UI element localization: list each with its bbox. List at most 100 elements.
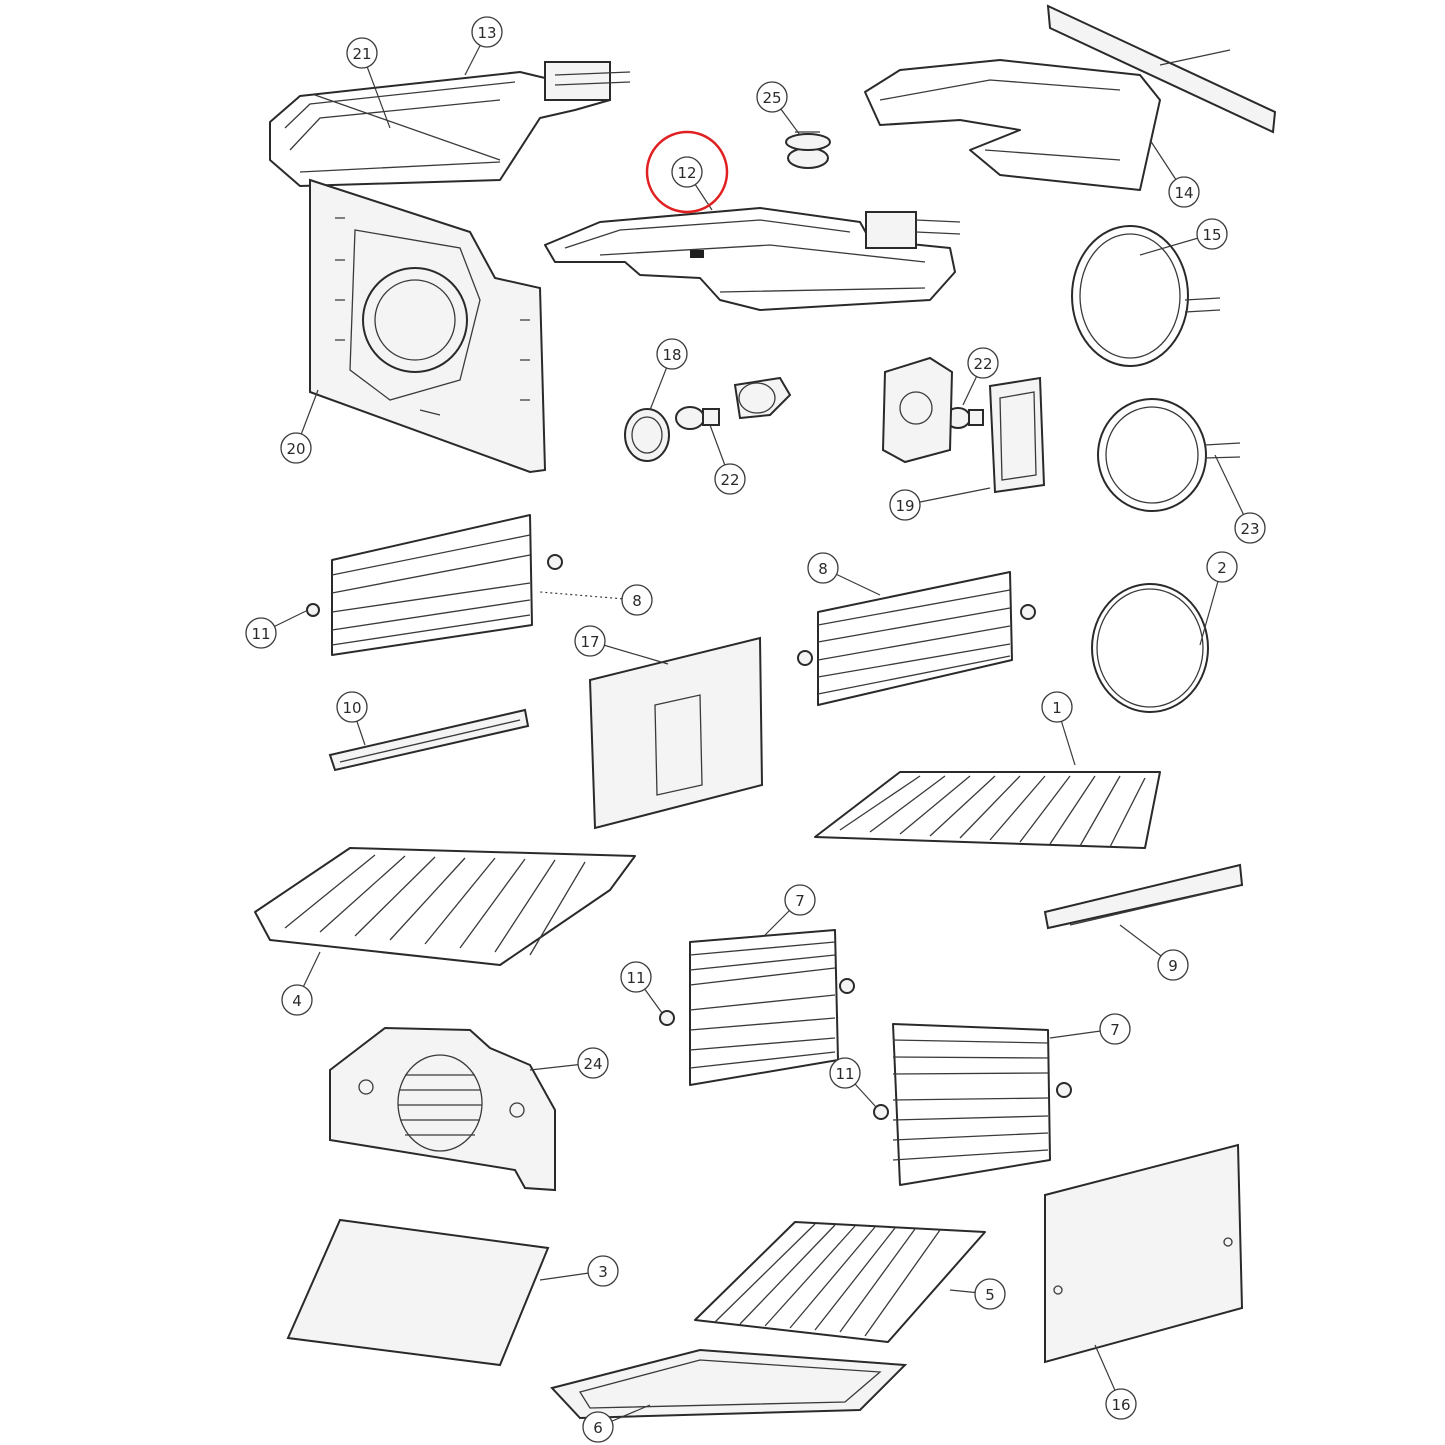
callout-label-10: 10 [342, 699, 361, 717]
callout-circle-13 [471, 16, 503, 48]
callout-20: 20 [280, 432, 312, 464]
callout-11: 11 [245, 617, 277, 649]
callout-label-11: 11 [835, 1065, 854, 1083]
callout-23: 23 [1234, 512, 1266, 544]
part-22-bulb-left [675, 406, 720, 430]
callout-circle-12 [671, 156, 703, 188]
callout-circle-7 [1099, 1013, 1131, 1045]
callout-label-13: 13 [477, 24, 496, 42]
callout-circle-22 [967, 347, 999, 379]
part-17-cover-plate [588, 636, 764, 830]
callout-label-11: 11 [626, 969, 645, 987]
callout-3: 3 [587, 1255, 619, 1287]
callout-circle-23 [1234, 512, 1266, 544]
callout-5: 5 [974, 1278, 1006, 1310]
callout-label-18: 18 [662, 346, 681, 364]
callout-circle-19 [889, 489, 921, 521]
part-13-grill-element [269, 61, 631, 187]
part-11-clip-right [873, 1104, 889, 1120]
part-4-wire-shelf [254, 847, 636, 966]
callout-label-22: 22 [720, 471, 739, 489]
callout-label-24: 24 [583, 1055, 602, 1073]
callout-10: 10 [336, 691, 368, 723]
callout-22: 22 [967, 347, 999, 379]
callout-circle-20 [280, 432, 312, 464]
callout-circle-16 [1105, 1388, 1137, 1420]
part-7-side-rack-right [892, 1023, 1072, 1186]
callout-22: 22 [714, 463, 746, 495]
callout-circle-11 [245, 617, 277, 649]
callout-circle-8 [621, 584, 653, 616]
callout-circle-22 [714, 463, 746, 495]
callout-14: 14 [1168, 176, 1200, 208]
part-25-lamp-cap [785, 131, 831, 169]
part-2-ring-element [1091, 583, 1209, 713]
part-20-back-panel [309, 178, 547, 474]
callout-circle-10 [336, 691, 368, 723]
callout-label-20: 20 [286, 440, 305, 458]
callout-7: 7 [784, 884, 816, 916]
callout-label-8: 8 [632, 592, 642, 610]
callout-7: 7 [1099, 1013, 1131, 1045]
callout-circle-4 [281, 984, 313, 1016]
callout-1: 1 [1041, 691, 1073, 723]
callout-label-6: 6 [593, 1419, 603, 1437]
part-15-circular-element [1071, 225, 1221, 367]
callout-circle-8 [807, 552, 839, 584]
part-5-wire-grill [694, 1221, 986, 1343]
part-8-shelf-rack-right [797, 571, 1036, 706]
callout-label-21: 21 [352, 45, 371, 63]
callout-label-7: 7 [1110, 1021, 1120, 1039]
callout-label-12: 12 [677, 164, 696, 182]
part-11-clip-left [306, 603, 320, 617]
part-11-clip-mid [659, 1010, 675, 1026]
callout-label-15: 15 [1202, 226, 1221, 244]
callout-circle-17 [574, 625, 606, 657]
callout-circle-11 [620, 961, 652, 993]
callout-circle-11 [829, 1057, 861, 1089]
callout-circle-18 [656, 338, 688, 370]
part-8-shelf-rack-left [331, 514, 563, 656]
callout-label-14: 14 [1174, 184, 1193, 202]
callout-16: 16 [1105, 1388, 1137, 1420]
callout-label-3: 3 [598, 1263, 608, 1281]
part-7-side-rack-left [689, 929, 855, 1086]
callout-18: 18 [656, 338, 688, 370]
callout-label-1: 1 [1052, 699, 1062, 717]
callout-label-23: 23 [1240, 520, 1259, 538]
part-16-cover-plate [1044, 1143, 1244, 1364]
callout-6: 6 [582, 1411, 614, 1443]
callout-9: 9 [1157, 949, 1189, 981]
callout-11: 11 [829, 1057, 861, 1089]
callout-19: 19 [889, 489, 921, 521]
callout-label-11: 11 [251, 625, 270, 643]
part-24-fan-cover [329, 1026, 556, 1192]
callout-circle-7 [784, 884, 816, 916]
callout-label-16: 16 [1111, 1396, 1130, 1414]
part-9-telescopic-runner [1043, 863, 1244, 930]
callout-label-25: 25 [762, 89, 781, 107]
callout-circle-24 [577, 1047, 609, 1079]
callout-label-17: 17 [580, 633, 599, 651]
part-12-heating-element [544, 207, 961, 311]
callout-circle-21 [346, 37, 378, 69]
part-3-flat-tray [286, 1218, 550, 1367]
callout-15: 15 [1196, 218, 1228, 250]
callout-11: 11 [620, 961, 652, 993]
part-19-lamp-cover [881, 356, 1046, 494]
part-18-lamp-holder [624, 376, 792, 462]
part-14-heating-element [864, 4, 1277, 191]
callout-labels: 1234567788910111111121314151617181920212… [245, 16, 1266, 1443]
callout-circle-6 [582, 1411, 614, 1443]
callout-circle-9 [1157, 949, 1189, 981]
highlight-circle [645, 130, 729, 214]
callout-label-22: 22 [973, 355, 992, 373]
part-23-circular-element [1097, 398, 1241, 512]
callout-circle-25 [756, 81, 788, 113]
callout-label-5: 5 [985, 1286, 995, 1304]
callout-25: 25 [756, 81, 788, 113]
callout-circle-1 [1041, 691, 1073, 723]
part-6-baking-tray [550, 1348, 908, 1420]
callout-circle-14 [1168, 176, 1200, 208]
